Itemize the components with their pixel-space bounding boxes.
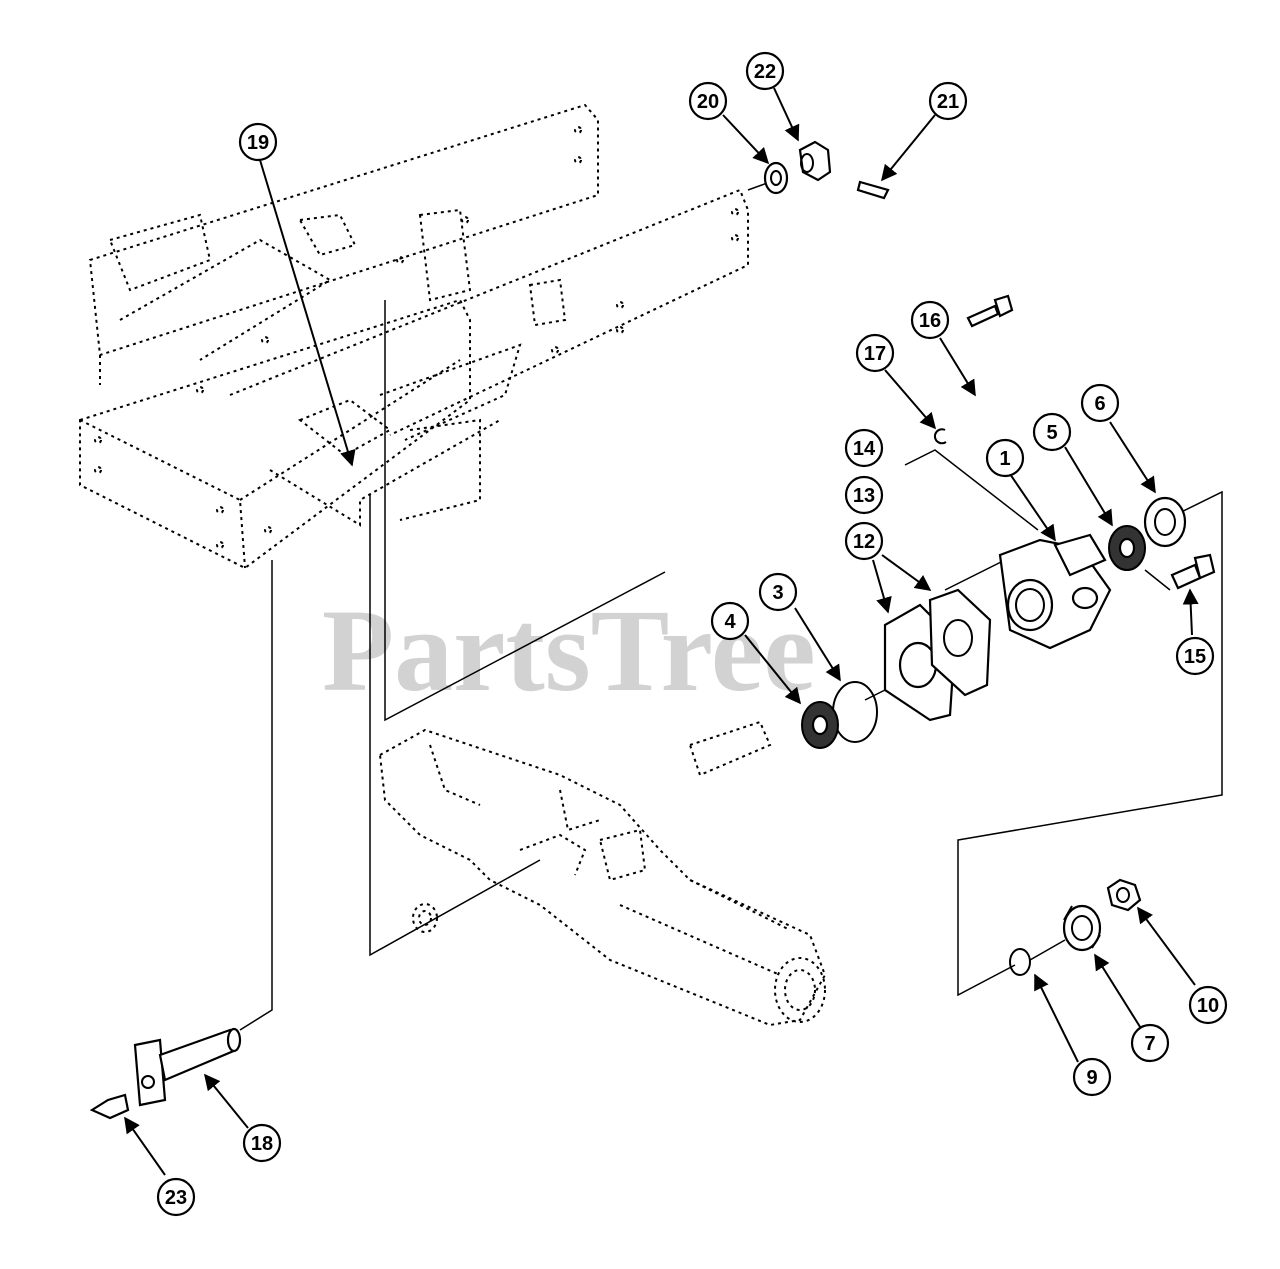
callout-arrows <box>124 87 1199 1176</box>
callout-21: 21 <box>928 81 968 121</box>
part-4-bearing <box>801 701 839 749</box>
callout-3: 3 <box>758 572 798 612</box>
part-20-washer <box>763 161 789 195</box>
watermark: PartsTree <box>322 585 816 716</box>
callout-15: 15 <box>1175 636 1215 676</box>
svg-text:13: 13 <box>853 485 875 507</box>
svg-text:20: 20 <box>697 91 719 113</box>
svg-text:7: 7 <box>1144 1033 1155 1055</box>
part-23-grease-fitting <box>89 1093 130 1120</box>
part-10-nut <box>1106 878 1142 912</box>
callout-12: 12 <box>844 521 884 561</box>
part-17-clip <box>933 428 947 445</box>
part-16-bolt <box>966 294 1014 328</box>
callout-4: 4 <box>710 601 750 641</box>
callout-7: 7 <box>1130 1023 1170 1063</box>
svg-text:1: 1 <box>999 448 1010 470</box>
svg-text:16: 16 <box>919 310 941 332</box>
svg-text:21: 21 <box>937 91 959 113</box>
part-7-bearing <box>1062 904 1102 952</box>
part-21-cotter-pin <box>856 180 890 200</box>
part-18-pivot-pin <box>133 1027 242 1107</box>
svg-text:3: 3 <box>772 582 783 604</box>
svg-text:22: 22 <box>754 61 776 83</box>
front-axle <box>378 720 827 1027</box>
svg-text:14: 14 <box>853 438 876 460</box>
svg-text:9: 9 <box>1086 1067 1097 1089</box>
callout-5: 5 <box>1032 412 1072 452</box>
callout-16: 16 <box>910 300 950 340</box>
frame-assembly <box>79 103 749 570</box>
svg-text:17: 17 <box>864 343 886 365</box>
part-1-housing <box>998 533 1112 650</box>
callout-14: 14 <box>844 428 884 468</box>
callout-6: 6 <box>1080 383 1120 423</box>
part-12-gasket-rear <box>928 588 992 697</box>
svg-text:4: 4 <box>724 611 736 633</box>
svg-text:12: 12 <box>853 531 875 553</box>
callout-20: 20 <box>688 81 728 121</box>
callout-1: 1 <box>985 438 1025 478</box>
part-6-seal <box>1143 496 1187 548</box>
part-9-washer <box>1009 948 1031 976</box>
callout-17: 17 <box>855 333 895 373</box>
svg-text:10: 10 <box>1197 995 1219 1017</box>
callout-9: 9 <box>1072 1057 1112 1097</box>
part-22-nut <box>798 140 832 182</box>
part-3-o-ring <box>832 681 878 743</box>
callout-23: 23 <box>156 1177 196 1217</box>
part-15-fitting <box>1170 553 1216 590</box>
svg-text:19: 19 <box>247 132 269 154</box>
svg-text:5: 5 <box>1046 422 1057 444</box>
svg-text:18: 18 <box>251 1133 273 1155</box>
callout-18: 18 <box>242 1123 282 1163</box>
leader-lines <box>239 181 1223 1031</box>
callout-19: 19 <box>238 122 278 162</box>
callout-22: 22 <box>745 51 785 91</box>
callout-13: 13 <box>844 475 884 515</box>
callout-10: 10 <box>1188 985 1228 1025</box>
svg-text:6: 6 <box>1094 393 1105 415</box>
svg-text:15: 15 <box>1184 646 1206 668</box>
svg-text:23: 23 <box>165 1187 187 1209</box>
part-5-bearing <box>1108 525 1146 571</box>
